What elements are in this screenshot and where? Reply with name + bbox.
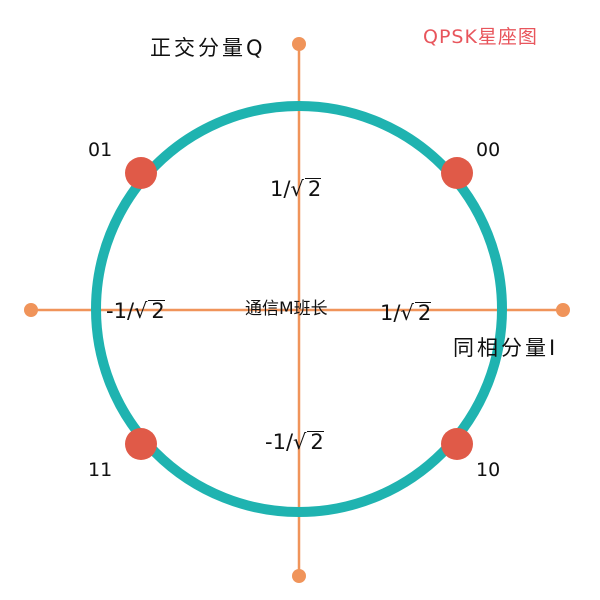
sqrt-icon: √ <box>134 299 148 323</box>
tick-radicand: 2 <box>148 300 165 322</box>
tick-radicand: 2 <box>307 431 324 453</box>
i-axis-left-endpoint <box>24 303 38 317</box>
constellation-point-10 <box>441 428 473 460</box>
q-axis-label: 正交分量Q <box>150 36 266 60</box>
q-axis-top-endpoint <box>292 37 306 51</box>
i-negative-tick-label: -1/√2 <box>106 300 165 322</box>
constellation-point-00 <box>441 157 473 189</box>
constellation-point-11 <box>125 428 157 460</box>
i-axis-right-endpoint <box>556 303 570 317</box>
q-positive-tick-label: 1/√2 <box>270 177 322 201</box>
point-code-01: 01 <box>88 139 113 161</box>
diagram-title: QPSK星座图 <box>423 26 538 48</box>
unit-circle <box>91 101 507 517</box>
tick-prefix: -1/ <box>265 430 294 454</box>
point-code-11: 11 <box>88 459 113 481</box>
i-positive-tick-label: 1/√2 <box>380 301 432 325</box>
sqrt-icon: √ <box>293 430 307 454</box>
author-watermark: 通信M班长 <box>245 299 328 319</box>
tick-prefix: 1/ <box>380 301 401 325</box>
point-code-10: 10 <box>476 459 501 481</box>
i-axis-label: 同相分量I <box>453 336 559 360</box>
tick-prefix: 1/ <box>270 177 291 201</box>
sqrt-icon: √ <box>290 177 304 201</box>
q-negative-tick-label: -1/√2 <box>265 431 324 453</box>
point-code-00: 00 <box>476 139 501 161</box>
tick-radicand: 2 <box>304 178 322 200</box>
q-axis-bottom-endpoint <box>292 569 306 583</box>
tick-prefix: -1/ <box>106 299 135 323</box>
constellation-point-01 <box>125 157 157 189</box>
sqrt-icon: √ <box>400 301 414 325</box>
tick-radicand: 2 <box>414 302 432 324</box>
